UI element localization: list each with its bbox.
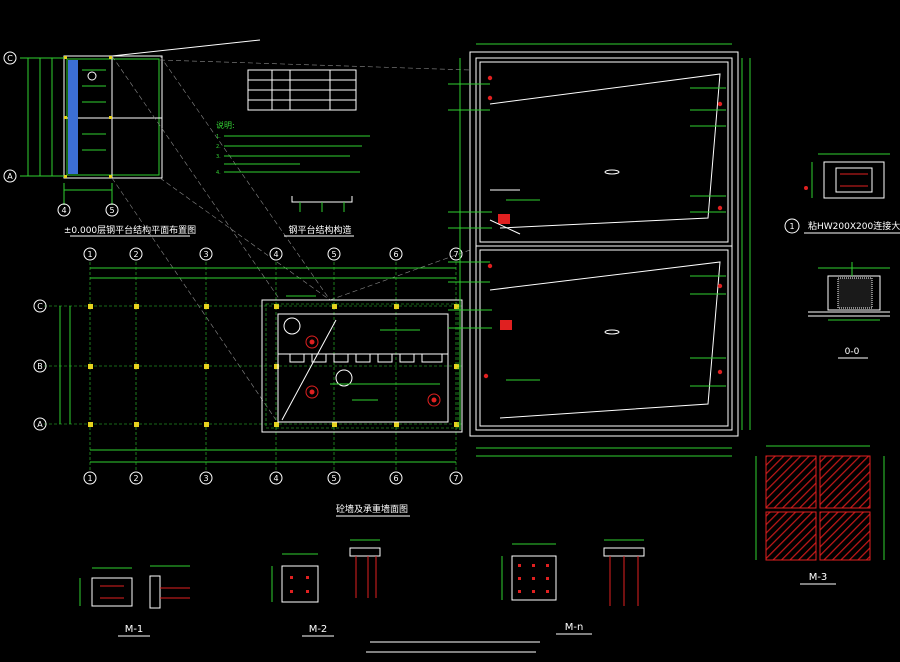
grid-row-c: C [37,302,43,311]
embed-mn: M-n [501,539,645,635]
detail-title: 粘HW200X200连接大样图 [808,220,900,232]
svg-text:4.: 4. [216,170,221,176]
foundation-plan-title: 砼墙及承重墙面图 [336,503,408,515]
grid-label-4-small: 4 [61,206,66,215]
grid-bottom-6: 6 [393,474,398,483]
projection-lines [111,55,471,421]
section-label: 0-0 [845,347,860,357]
grid-bottom-1: 1 [87,474,92,483]
grid-top-1: 1 [87,250,92,259]
grid-row-b: B [37,362,43,371]
grid-label-a-small: A [7,172,13,181]
embed-m3: M-3 [755,445,885,585]
platform-section-title: 钢平台结构构造 [288,224,351,236]
general-notes: 说明: 1. 2. 3. 4. [216,120,370,176]
section-0-0: 0-0 [808,262,890,359]
embed-mn-label: M-n [565,622,584,633]
grid-bottom-2: 2 [133,474,138,483]
bottom-notes [366,641,540,653]
grid-bottom-3: 3 [203,474,208,483]
small-platform-plan: C A 4 5 ±0.000层钢平台结构平面布置图 [3,39,261,237]
grid-label-5-small: 5 [109,206,114,215]
embed-m2: M-2 [271,539,381,637]
grid-bottom-7: 7 [453,474,458,483]
grid-label-c-small: C [7,54,13,63]
grid-top-2: 2 [133,250,138,259]
grid-row-a: A [37,420,43,429]
grid-bottom-4: 4 [273,474,278,483]
grid-bottom-5: 5 [331,474,336,483]
detail-hw200-connection: 1 粘HW200X200连接大样图 [784,153,900,234]
svg-text:2.: 2. [216,144,221,150]
embed-m1: M-1 [79,565,190,637]
grid-top-4: 4 [273,250,278,259]
platform-section-detail: 钢平台结构构造 [284,196,354,237]
right-pit-plan [448,43,751,457]
embed-m1-label: M-1 [125,624,144,635]
svg-text:1.: 1. [216,134,221,140]
grid-top-5: 5 [331,250,336,259]
embed-m3-label: M-3 [809,572,828,583]
small-plan-title: ±0.000层钢平台结构平面布置图 [64,224,196,236]
embed-m2-label: M-2 [309,624,328,635]
schedule-table [247,69,357,111]
main-grid-plan: 1 2 3 4 5 6 7 1 2 3 4 5 6 7 C B A [33,247,463,517]
notes-title: 说明: [216,120,235,130]
grid-top-7: 7 [453,250,458,259]
grid-top-6: 6 [393,250,398,259]
svg-text:3.: 3. [216,154,221,160]
detail-number: 1 [789,222,794,231]
grid-top-3: 3 [203,250,208,259]
